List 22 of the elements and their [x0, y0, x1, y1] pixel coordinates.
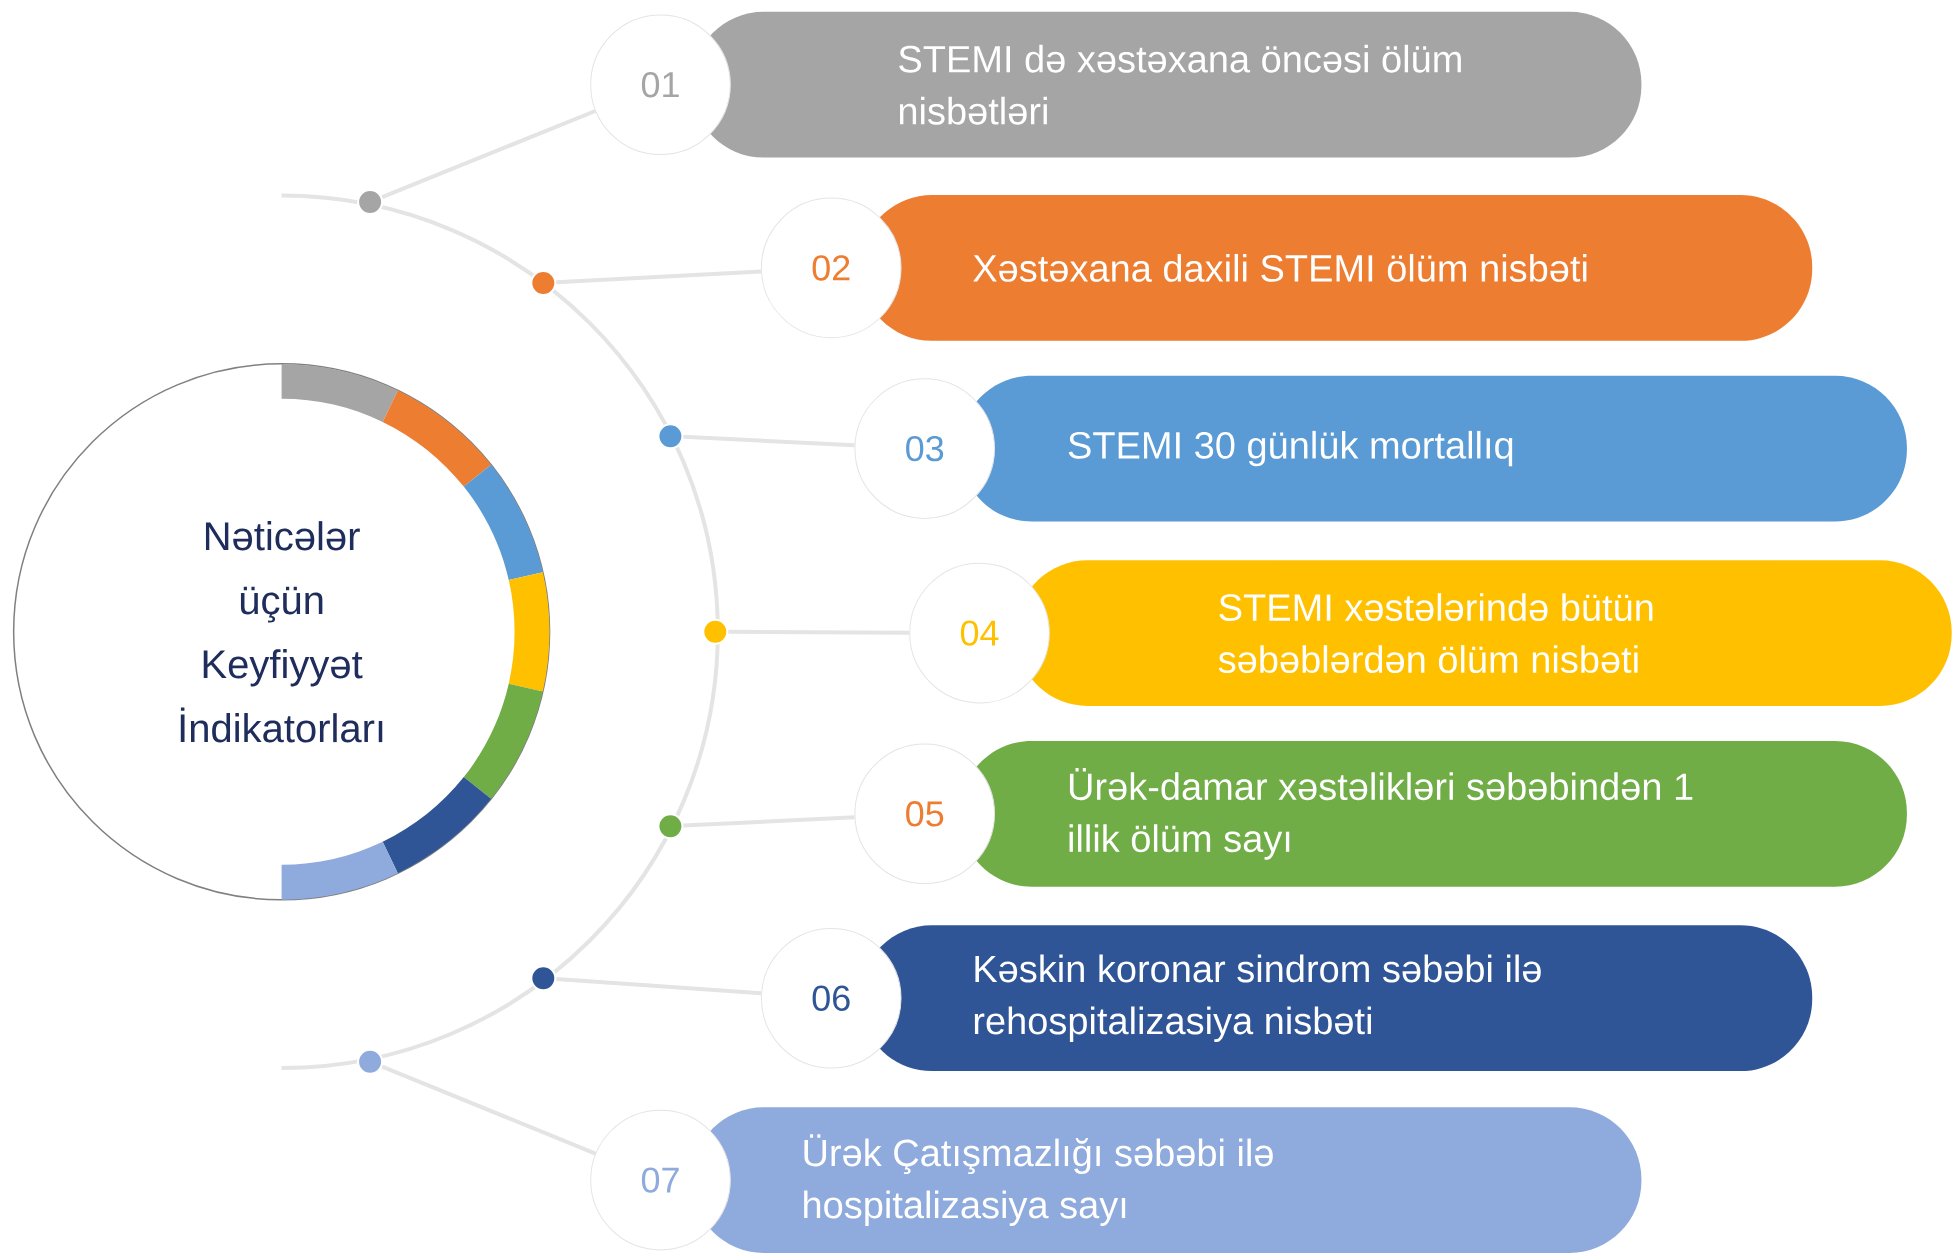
node-label: 07	[641, 1167, 679, 1193]
indicator-pill: Ürək Çatışmazlığı səbəbi ilə hospitalizasiya sayı	[691, 1107, 1642, 1253]
connector-dot	[357, 188, 384, 215]
connector-line	[728, 629, 910, 635]
indicator-pill: Ürək-damar xəstəlikləri səbəbindən 1 illik ölüm sayı	[959, 740, 1907, 887]
connector-line	[683, 434, 855, 448]
connector-line	[556, 977, 762, 996]
connector-line	[381, 1064, 597, 1156]
indicator-pill: Xəstəxana daxili STEMI ölüm nisbəti	[860, 195, 1813, 341]
connector-dot	[657, 423, 684, 450]
connector-dot	[530, 965, 557, 992]
connector-line	[381, 109, 597, 199]
connector-dot	[657, 813, 684, 840]
connector-dot	[530, 269, 557, 296]
indicator-pill: STEMI də xəstəxana öncəsi ölüm nisbətləri	[691, 11, 1642, 158]
connector-dot	[702, 618, 729, 645]
connector-dot	[357, 1048, 384, 1075]
indicator-pill: Kəskin koronar sindrom səbəbi ilə rehospitalizasiya nisbəti	[860, 925, 1813, 1072]
connector-line	[556, 269, 762, 285]
connector-line	[683, 815, 855, 828]
indicator-pill: STEMI 30 günlük mortallıq	[959, 375, 1907, 522]
indicator-pill: STEMI xəstələrində bütün səbəblərdən ölüm nisbəti	[1015, 560, 1952, 706]
